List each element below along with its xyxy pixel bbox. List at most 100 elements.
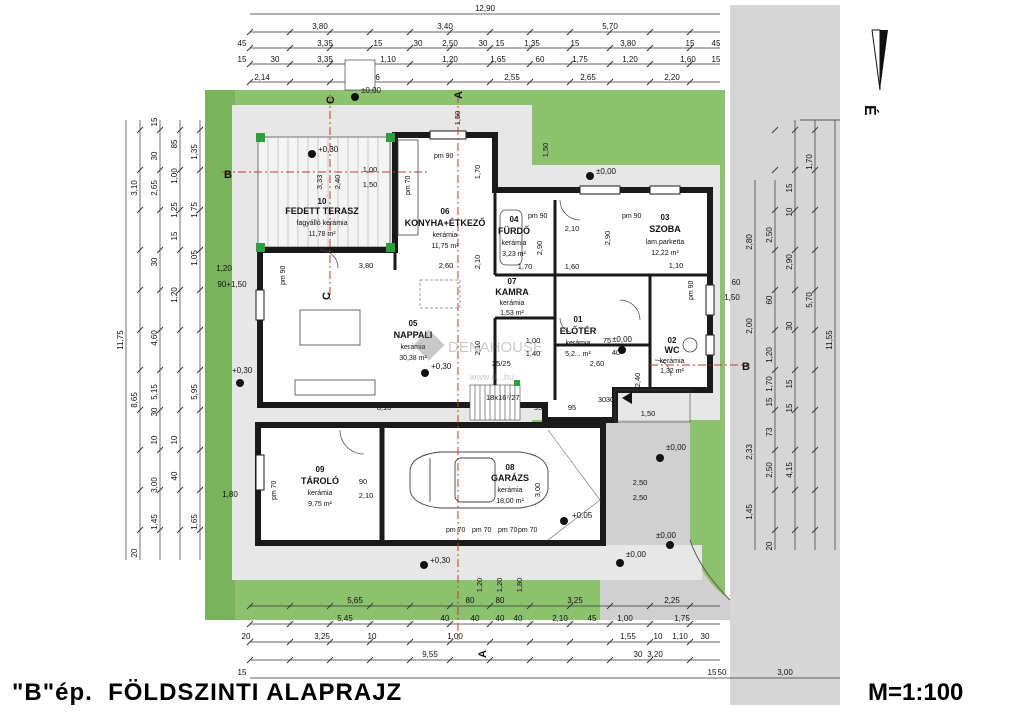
door-label: pm 70 [518, 527, 538, 534]
interior-dim-label: 2,60 [590, 359, 605, 368]
dimension-tick [811, 246, 819, 254]
interior-dim-label: 1,40 [526, 349, 541, 358]
right-dim-label: 60 [732, 278, 741, 287]
top-dim-label: 3,40 [437, 22, 453, 31]
dimension-tick [196, 446, 204, 454]
bottom-dim-label: 1,75 [674, 614, 690, 623]
left-dim-label: 1,45 [150, 514, 159, 530]
dimension-tick [286, 656, 294, 664]
door-label: pm 70 [271, 480, 278, 500]
level-marker: +0,30 [232, 366, 253, 387]
grass-left-strip [205, 90, 235, 620]
dimension-tick [286, 60, 294, 68]
bottom-dim-label: 40 [441, 614, 450, 623]
dimension-tick [811, 526, 819, 534]
entry-arrow-icon [622, 392, 632, 404]
left-dim-label: 5,15 [150, 384, 159, 400]
interior-dim-label: 2,40 [633, 373, 642, 388]
dimension-tick [526, 44, 534, 52]
road-curb [689, 119, 840, 601]
level-icon [308, 150, 316, 158]
level-icon [236, 379, 244, 387]
room-name: ELŐTÉR [560, 325, 597, 336]
interior-dim-label: 3,33 [315, 175, 324, 190]
interior-dim-label: 2,10 [359, 491, 374, 500]
top-dim-label: 15 [496, 39, 505, 48]
dimension-tick [196, 326, 204, 334]
left-dim-label: 1,05 [190, 250, 199, 266]
left-dim-label: 10 [170, 435, 179, 444]
dimension-tick [606, 620, 614, 628]
right-dim-label: 2,00 [745, 318, 754, 334]
dimension-tick [286, 44, 294, 52]
interior-walls [393, 190, 710, 425]
dimension-tick [811, 326, 819, 334]
level-label: +0,30 [430, 556, 451, 565]
dimension-tick [286, 78, 294, 86]
level-label: ±0,00 [612, 335, 633, 344]
interior-dim-label: 2,90 [535, 241, 544, 256]
door-label: pm 90 [434, 153, 454, 160]
top-dim-label: 60 [536, 55, 545, 64]
dimension-tick [366, 28, 374, 36]
dimension-tick [791, 446, 799, 454]
room-label-storage: 09 TÁROLÓ kerámia 9,75 m² [301, 465, 339, 508]
dimension-tick [566, 44, 574, 52]
garage-storage-wall [255, 422, 606, 546]
bottom-dim-label: 2,10 [552, 614, 568, 623]
right-dim-label: 15 [785, 379, 794, 388]
dimension-tick [446, 60, 454, 68]
dimension-tick [791, 166, 799, 174]
dimension-tick [196, 126, 204, 134]
bottom-dim-label: 80 [466, 596, 475, 605]
dimension-tick [771, 126, 779, 134]
dimension-tick [811, 286, 819, 294]
left-dim-label: 30 [150, 151, 159, 160]
room-floor: kerámia [566, 340, 591, 347]
left-dim-label: 30 [150, 257, 159, 266]
dimension-tick [326, 28, 334, 36]
dimension-tick [771, 206, 779, 214]
right-dim-label: 4,15 [785, 462, 794, 478]
dimension-tick [486, 78, 494, 86]
dimension-tick [406, 60, 414, 68]
car-outline [409, 451, 549, 509]
bottom-dim-label: 15 [708, 668, 717, 677]
dimension-tick [791, 126, 799, 134]
right-dim-label: 1,70 [805, 154, 814, 170]
dimension-tick [811, 126, 819, 134]
dimension-tick [566, 638, 574, 646]
dimension-tick [406, 28, 414, 36]
right-dim-label: 5,70 [805, 292, 814, 308]
interior-dim-label: 1,20 [475, 578, 484, 593]
dimension-tick [566, 28, 574, 36]
interior-dim-label: 2,10 [565, 224, 580, 233]
dimension-tick [486, 620, 494, 628]
dimension-tick [526, 78, 534, 86]
interior-dim-label: 2,10 [473, 255, 482, 270]
room-label-pantry: 07 KAMRA kerámia 1,53 m² [495, 277, 529, 317]
room-area: 9,75 m² [308, 501, 332, 508]
section-mark: A [477, 650, 489, 658]
dimension-tick [366, 620, 374, 628]
dimension-tick [326, 60, 334, 68]
road-strip [730, 5, 840, 705]
dimension-tick [446, 620, 454, 628]
left-dim-label: 1,20 [170, 287, 179, 303]
dimension-tick [326, 620, 334, 628]
left-dim-label: 11,75 [116, 330, 125, 350]
dimension-tick [156, 166, 164, 174]
interior-dim-label: 2,50 [633, 493, 648, 502]
dimension-tick [176, 406, 184, 414]
dimension-tick [196, 246, 204, 254]
left-dimensions: 11,75 3,10 8,65 2,65 4,60 5,15 3,00 1,45… [116, 117, 247, 557]
dimension-tick [286, 638, 294, 646]
left-dim-label: 85 [170, 139, 179, 148]
bottom-dim-label: 2,25 [664, 596, 680, 605]
level-label: ±0,00 [596, 167, 617, 176]
level-icon [351, 93, 359, 101]
interior-dim-label: 30 [598, 395, 606, 404]
door-labels: pm 90 pm 90 pm 90 pm 90 pm 90 pm 70 pm 7… [271, 153, 695, 534]
bottom-dim-label: 1,10 [672, 632, 688, 641]
level-label: ±0,00 [626, 550, 647, 559]
